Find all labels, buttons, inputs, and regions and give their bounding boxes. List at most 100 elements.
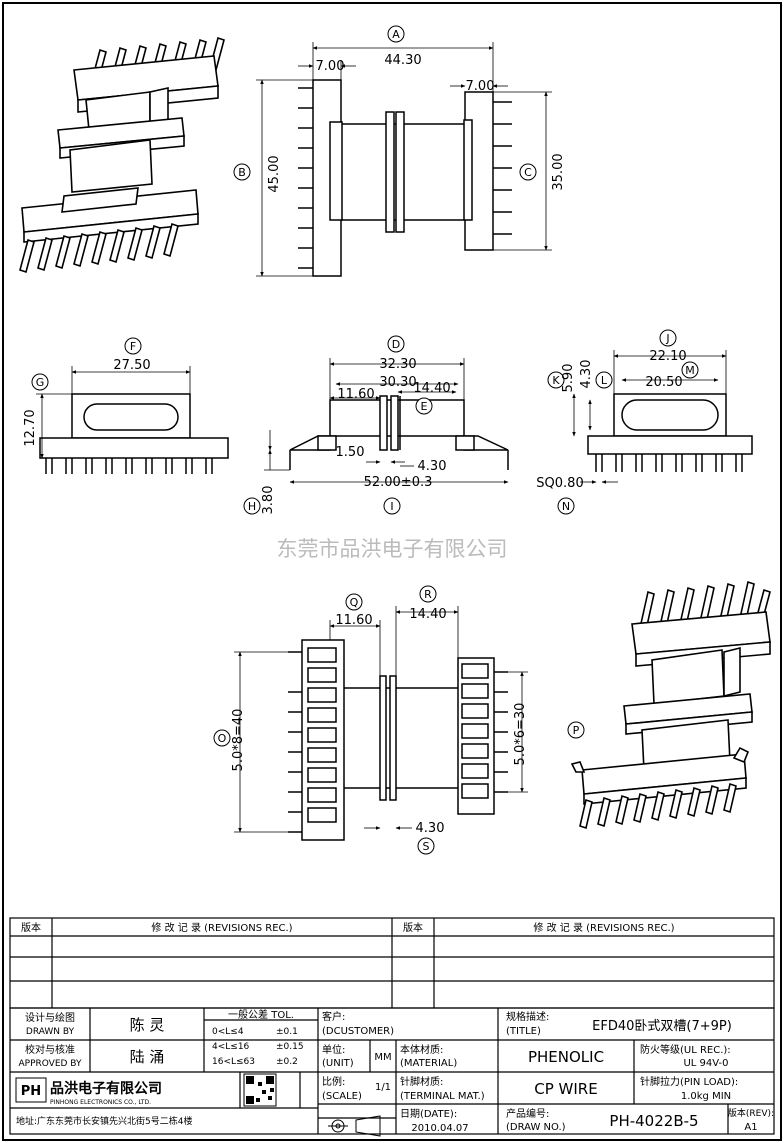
dim-label-Q: Q — [350, 596, 359, 609]
dim-12-70: 12.70 — [23, 409, 38, 446]
tol3-range: 16<L≤63 — [212, 1057, 255, 1067]
drawn-by-cn: 设计与绘图 — [25, 1011, 75, 1024]
bottom-left-pins — [288, 651, 302, 833]
approved-by-name: 陆 涌 — [130, 1048, 165, 1066]
dim-label-E: E — [421, 400, 428, 413]
dim-label-D: D — [392, 338, 400, 351]
spec-en: (TITLE) — [506, 1026, 541, 1037]
side-view-j — [587, 393, 753, 472]
dim-sq-0-80: SQ0.80 — [536, 476, 583, 491]
dim-1-50: 1.50 — [336, 445, 365, 460]
dim-label-B: B — [238, 166, 246, 179]
dim-label-J: J — [665, 332, 669, 345]
watermark: 东莞市品洪电子有限公司 — [277, 537, 508, 561]
dim-4-30-j: 4.30 — [579, 360, 594, 389]
draw-no-en: (DRAW NO.) — [506, 1122, 566, 1133]
terminal-value: CP WIRE — [534, 1080, 597, 1098]
address: 地址:广东东莞市长安镇先兴北街5号二栋4楼 — [16, 1115, 193, 1127]
drawn-by-en: DRAWN BY — [26, 1027, 75, 1037]
company-name-en: PINHONG ELECTRONICS CO., LTD. — [50, 1099, 151, 1106]
tol3-val: ±0.2 — [276, 1057, 298, 1067]
date-value: 2010.04.07 — [411, 1123, 468, 1134]
front-right-pins — [493, 101, 512, 235]
dim-label-G: G — [36, 376, 45, 389]
tol2-range: 4<L≤16 — [212, 1042, 250, 1052]
front-view — [298, 79, 512, 277]
dim-3-80: 3.80 — [261, 486, 276, 515]
tol2-val: ±0.15 — [276, 1042, 304, 1052]
iso-view-top — [19, 36, 225, 274]
dim-5x8-40: 5.0*8=40 — [231, 709, 246, 772]
bottom-view-dims — [234, 606, 528, 833]
dim-52-00: 52.00±0.3 — [364, 475, 433, 490]
tol1-range: 0<L≤4 — [212, 1027, 244, 1037]
iso2-bottom-pins — [579, 782, 737, 830]
dim-label-H: H — [248, 500, 256, 513]
pin-load-value: 1.0kg MIN — [681, 1091, 731, 1102]
material-en: (MATERIAL) — [400, 1058, 457, 1069]
dim-label-L: L — [601, 374, 608, 387]
spec-cn: 规格描述: — [506, 1010, 549, 1023]
spec-value: EFD40卧式双槽(7+9P) — [592, 1019, 732, 1034]
ul-cn: 防火等级(UL REC.): — [640, 1043, 731, 1056]
tol1-val: ±0.1 — [276, 1027, 298, 1037]
rev-col-rec-right: 修 改 记 录 (REVISIONS REC.) — [533, 921, 674, 934]
dim-22-10: 22.10 — [649, 349, 686, 364]
qr-code-icon — [243, 1073, 277, 1107]
side-view-f-dims — [36, 366, 191, 459]
dim-label-M: M — [685, 364, 695, 377]
dim-7-00-left: 7.00 — [316, 59, 345, 74]
company-logo-text: PH — [21, 1084, 41, 1099]
projection-symbol-icon — [328, 1115, 381, 1137]
front-view-dims — [256, 42, 552, 277]
rev-col-version-right: 版本 — [403, 921, 423, 934]
side-view-f — [39, 393, 229, 474]
dim-5x6-30: 5.0*6=30 — [513, 703, 528, 766]
iso-view-bottom — [570, 580, 771, 830]
dim-14-40-bottom: 14.40 — [409, 607, 446, 622]
draw-no-cn: 产品编号: — [506, 1107, 549, 1120]
dim-label-S: S — [423, 840, 430, 853]
rev-col-version-left: 版本 — [21, 921, 41, 934]
side-view-j-dims — [572, 350, 727, 484]
dim-5-90: 5.90 — [561, 364, 576, 393]
side-j-pins — [595, 454, 743, 472]
scale-en: (SCALE) — [322, 1091, 362, 1102]
drawn-by-name: 陈 灵 — [130, 1016, 165, 1034]
scale-value: 1/1 — [375, 1082, 391, 1093]
dim-32-30: 32.30 — [379, 357, 416, 372]
bottom-right-pins — [494, 671, 508, 793]
material-value: PHENOLIC — [528, 1048, 604, 1066]
ul-value: UL 94V-0 — [683, 1058, 728, 1069]
dim-4-30-side: 4.30 — [418, 459, 447, 474]
company-logo — [15, 1077, 47, 1103]
dim-44-30: 44.30 — [384, 53, 421, 68]
approved-by-cn: 校对与核准 — [25, 1043, 75, 1056]
side-view-d-dims — [264, 358, 509, 484]
dim-27-50: 27.50 — [113, 358, 150, 373]
dim-label-F: F — [130, 340, 136, 353]
dim-4-30-bottom: 4.30 — [416, 821, 445, 836]
unit-value: MM — [374, 1052, 391, 1063]
approved-by-en: APPROVED BY — [18, 1059, 82, 1069]
dim-30-30: 30.30 — [379, 375, 416, 390]
front-left-pins — [298, 87, 313, 269]
iso-bottom-pins — [19, 222, 179, 274]
draw-no-value: PH-4022B-5 — [609, 1112, 698, 1130]
dim-label-A: A — [392, 28, 400, 41]
dim-35-00: 35.00 — [551, 153, 566, 190]
dim-label-R: R — [424, 588, 432, 601]
dim-label-O: O — [218, 732, 227, 745]
dim-7-00-right: 7.00 — [466, 79, 495, 94]
side-f-pins — [45, 458, 213, 474]
unit-en: (UNIT) — [322, 1058, 354, 1069]
pin-load-cn: 针脚拉力(PIN LOAD): — [640, 1075, 738, 1088]
company-name-cn: 品洪电子有限公司 — [50, 1080, 162, 1097]
title-block-grid — [9, 1007, 775, 1135]
customer-cn: 客户: — [322, 1010, 345, 1023]
bottom-right-slots — [461, 663, 489, 799]
dim-14-40-side: 14.40 — [413, 381, 450, 396]
revisions-table — [9, 917, 775, 1009]
